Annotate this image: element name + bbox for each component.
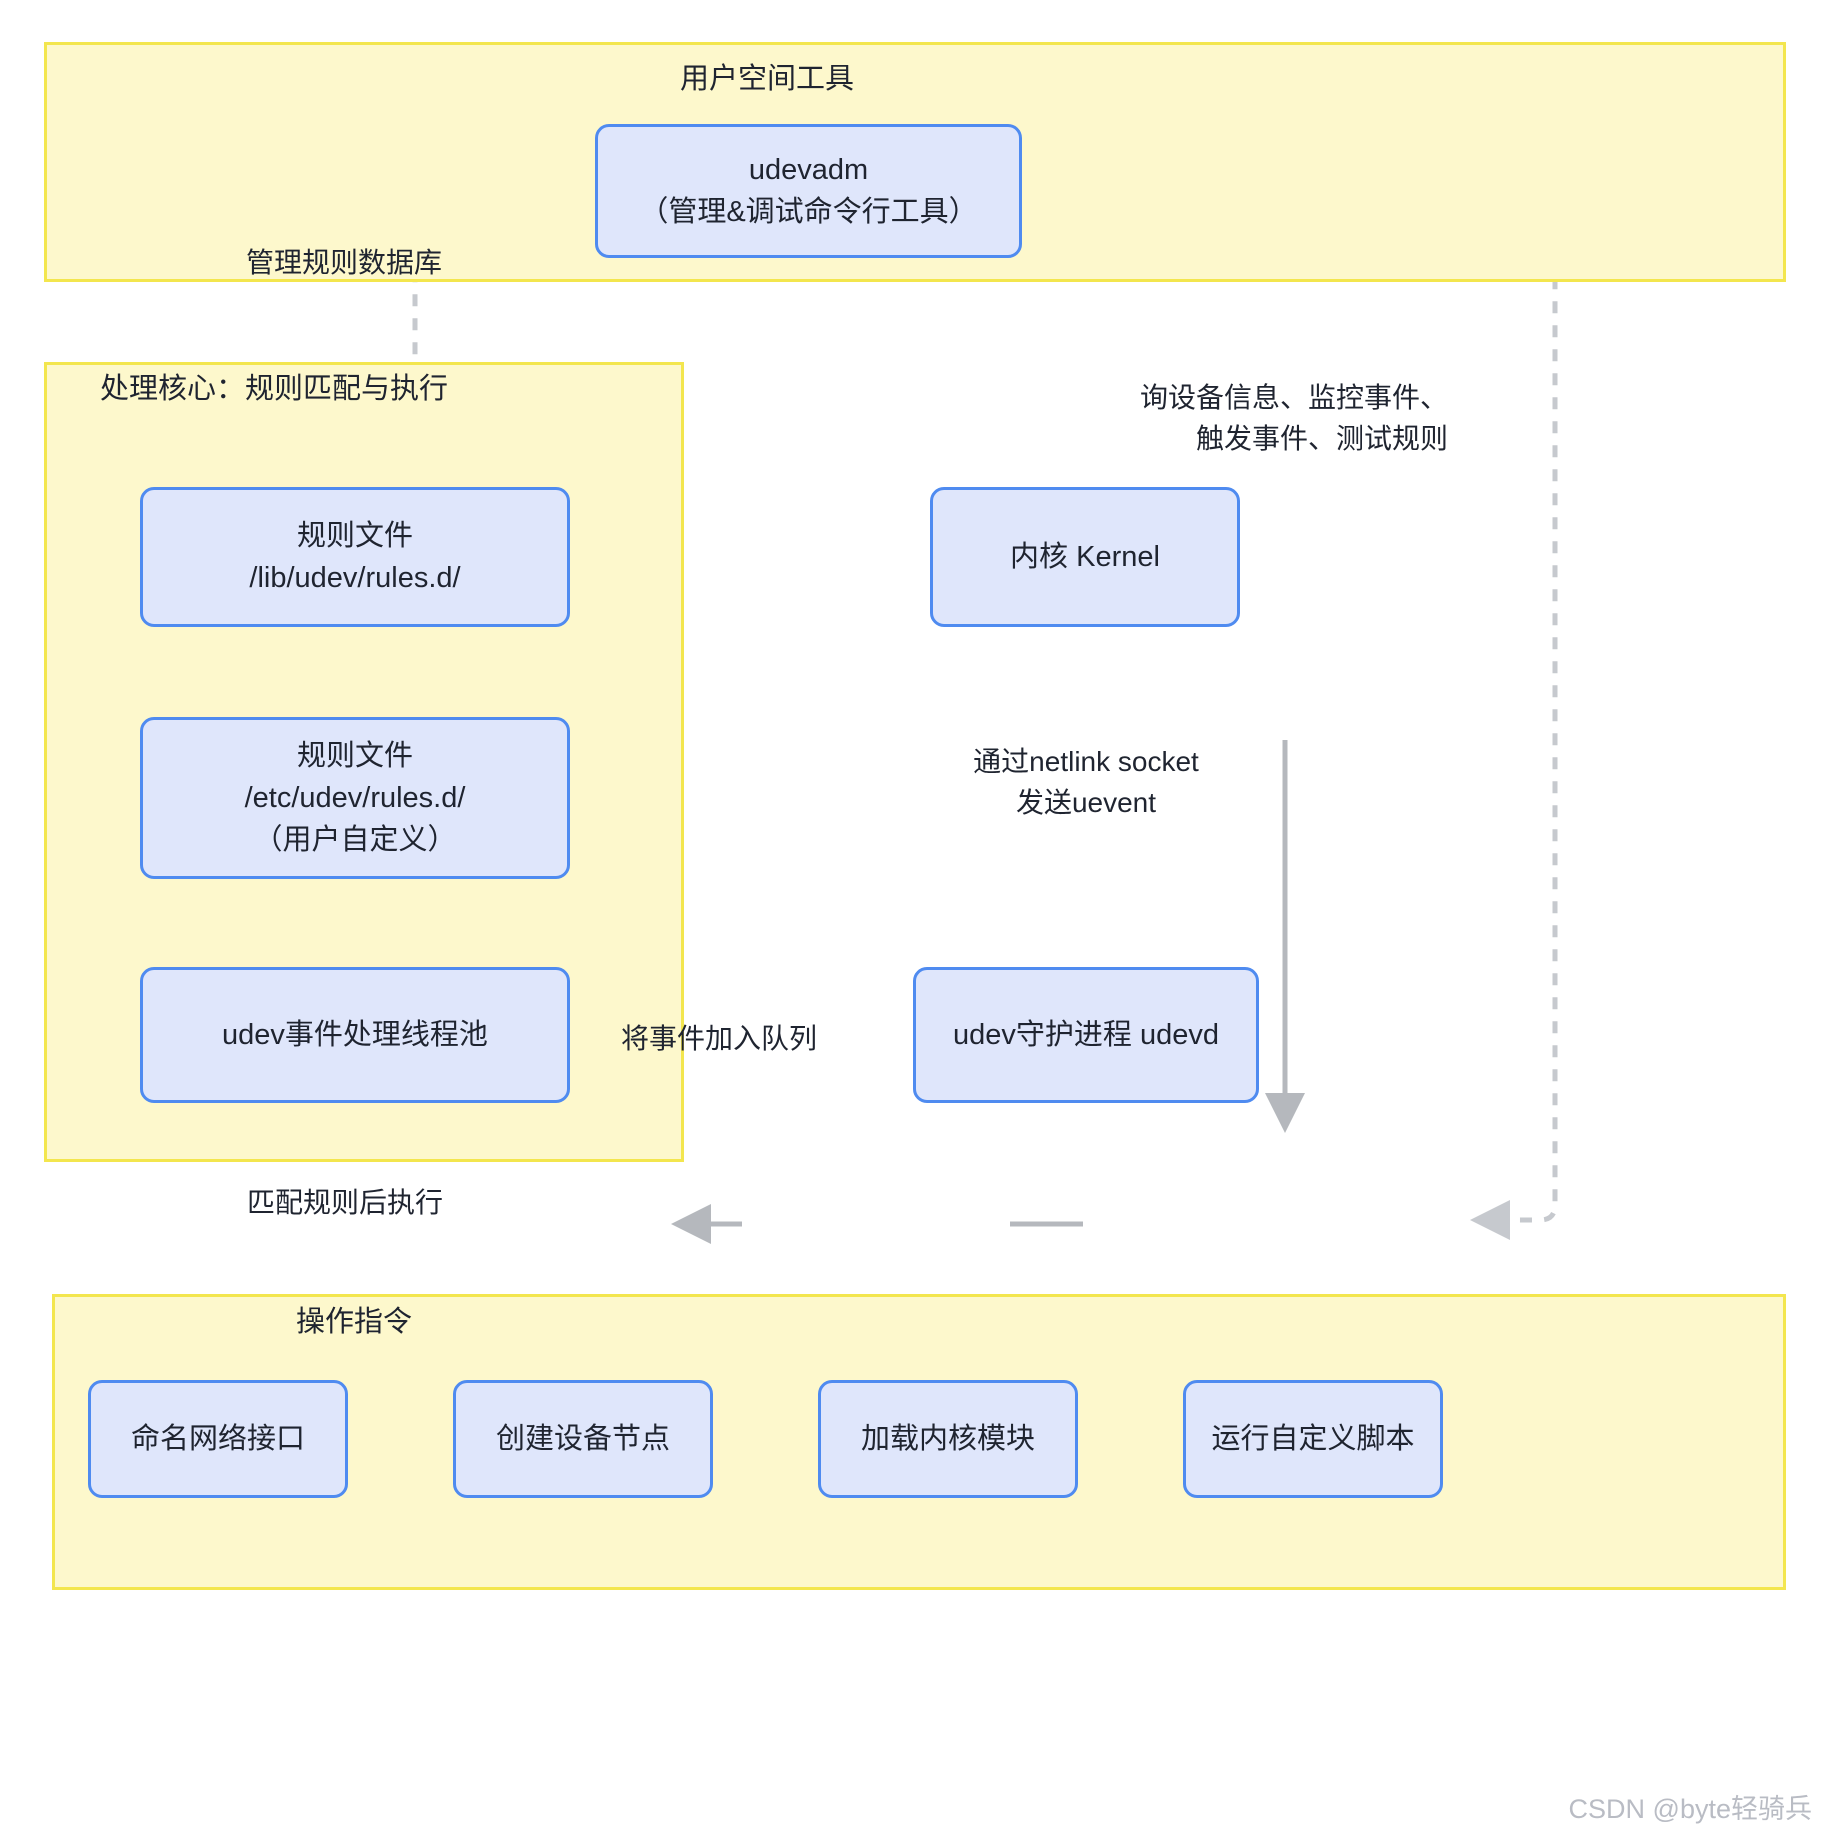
node-rules-etc-line2: /etc/udev/rules.d/	[244, 781, 466, 814]
edge-label-enqueue: 将事件加入队列	[621, 1023, 818, 1054]
node-udev-threadpool[interactable]: udev事件处理线程池	[140, 967, 570, 1103]
node-kernel[interactable]: 内核 Kernel	[930, 487, 1240, 627]
node-rules-lib-line1: 规则文件	[296, 519, 413, 552]
node-udevd-label: udev守护进程 udevd	[953, 1018, 1219, 1051]
node-rules-lib-line2: /lib/udev/rules.d/	[249, 562, 461, 594]
group-core-title: 处理核心：规则匹配与执行	[100, 373, 449, 405]
action-node-3-label: 运行自定义脚本	[1211, 1422, 1415, 1455]
node-rules-etc-line3: （用户自定义）	[253, 824, 457, 857]
node-udevadm-line2: （管理&调试命令行工具）	[639, 196, 978, 228]
edge-label-netlink: 通过netlink socket 发送uevent	[950, 742, 1222, 823]
action-node-2[interactable]: 加载内核模块	[818, 1380, 1078, 1498]
edge-label-netlink-line2: 发送uevent	[1015, 786, 1157, 818]
edge-label-netlink-line1: 通过netlink socket	[973, 746, 1199, 777]
group-userspace-title: 用户空间工具	[680, 63, 855, 95]
node-rules-lib[interactable]: 规则文件 /lib/udev/rules.d/	[140, 487, 570, 627]
node-kernel-label: 内核 Kernel	[1010, 540, 1160, 573]
edge-label-udevadm-query: 询设备信息、监控事件、 触发事件、测试规则	[1140, 378, 1448, 459]
watermark-text: CSDN @byte轻骑兵	[1568, 1794, 1812, 1824]
action-node-3[interactable]: 运行自定义脚本	[1183, 1380, 1443, 1498]
edge-label-manage-rules-db: 管理规则数据库	[246, 247, 443, 278]
group-actions-title: 操作指令	[296, 1306, 413, 1338]
node-rules-etc-line1: 规则文件	[296, 739, 413, 772]
node-udevadm[interactable]: udevadm （管理&调试命令行工具）	[595, 124, 1022, 258]
action-node-0-label: 命名网络接口	[130, 1422, 305, 1455]
edge-label-query-line2: 触发事件、测试规则	[1196, 422, 1449, 454]
action-node-2-label: 加载内核模块	[860, 1422, 1035, 1455]
node-rules-etc[interactable]: 规则文件 /etc/udev/rules.d/ （用户自定义）	[140, 717, 570, 879]
action-node-1[interactable]: 创建设备节点	[453, 1380, 713, 1498]
action-node-0[interactable]: 命名网络接口	[88, 1380, 348, 1498]
node-udevd[interactable]: udev守护进程 udevd	[913, 967, 1259, 1103]
node-udevadm-line1: udevadm	[748, 153, 869, 186]
edge-label-after-match: 匹配规则后执行	[247, 1187, 444, 1218]
edge-label-query-line1: 询设备信息、监控事件、	[1140, 382, 1449, 413]
action-node-1-label: 创建设备节点	[495, 1422, 670, 1455]
node-udev-threadpool-label: udev事件处理线程池	[222, 1018, 488, 1051]
